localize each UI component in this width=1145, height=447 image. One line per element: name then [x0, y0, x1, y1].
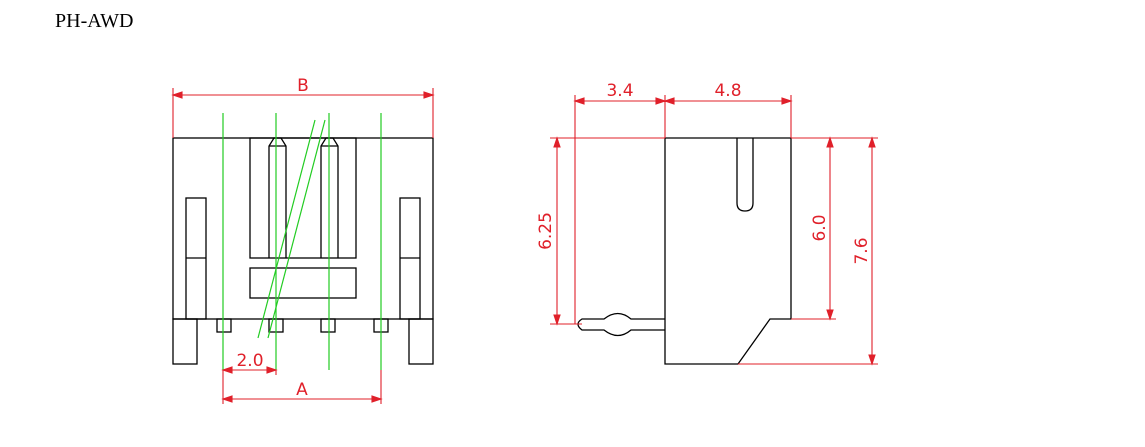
front-dimensions	[171, 88, 435, 404]
side-dim-6-25-label: 6.25	[536, 212, 556, 250]
side-dim-4-8-label: 4.8	[714, 81, 741, 101]
front-dim-a-label: A	[296, 380, 308, 400]
front-latch-bar	[249, 267, 357, 299]
side-latch-slot	[736, 138, 754, 212]
side-view	[577, 137, 792, 365]
side-dim-7-6-label: 7.6	[852, 237, 872, 264]
front-left-foot	[172, 318, 198, 365]
side-body-outline	[664, 137, 792, 365]
side-dim-6-0-label: 6.0	[810, 214, 830, 241]
side-dimensions	[550, 95, 878, 366]
front-right-foot	[408, 318, 434, 365]
drawing-title: PH-AWD	[55, 10, 134, 32]
front-central-pocket	[249, 137, 357, 259]
side-dim-3-4-label: 3.4	[606, 81, 633, 101]
front-centerlines	[222, 113, 382, 370]
front-dim-pitch-label: 2.0	[236, 351, 263, 371]
side-pin	[577, 312, 665, 337]
front-pin-tail-3	[320, 318, 336, 333]
front-dim-b-label: B	[297, 76, 309, 96]
front-pin-left	[268, 137, 287, 258]
front-pin-tail-1	[216, 318, 232, 333]
front-view	[172, 137, 434, 365]
